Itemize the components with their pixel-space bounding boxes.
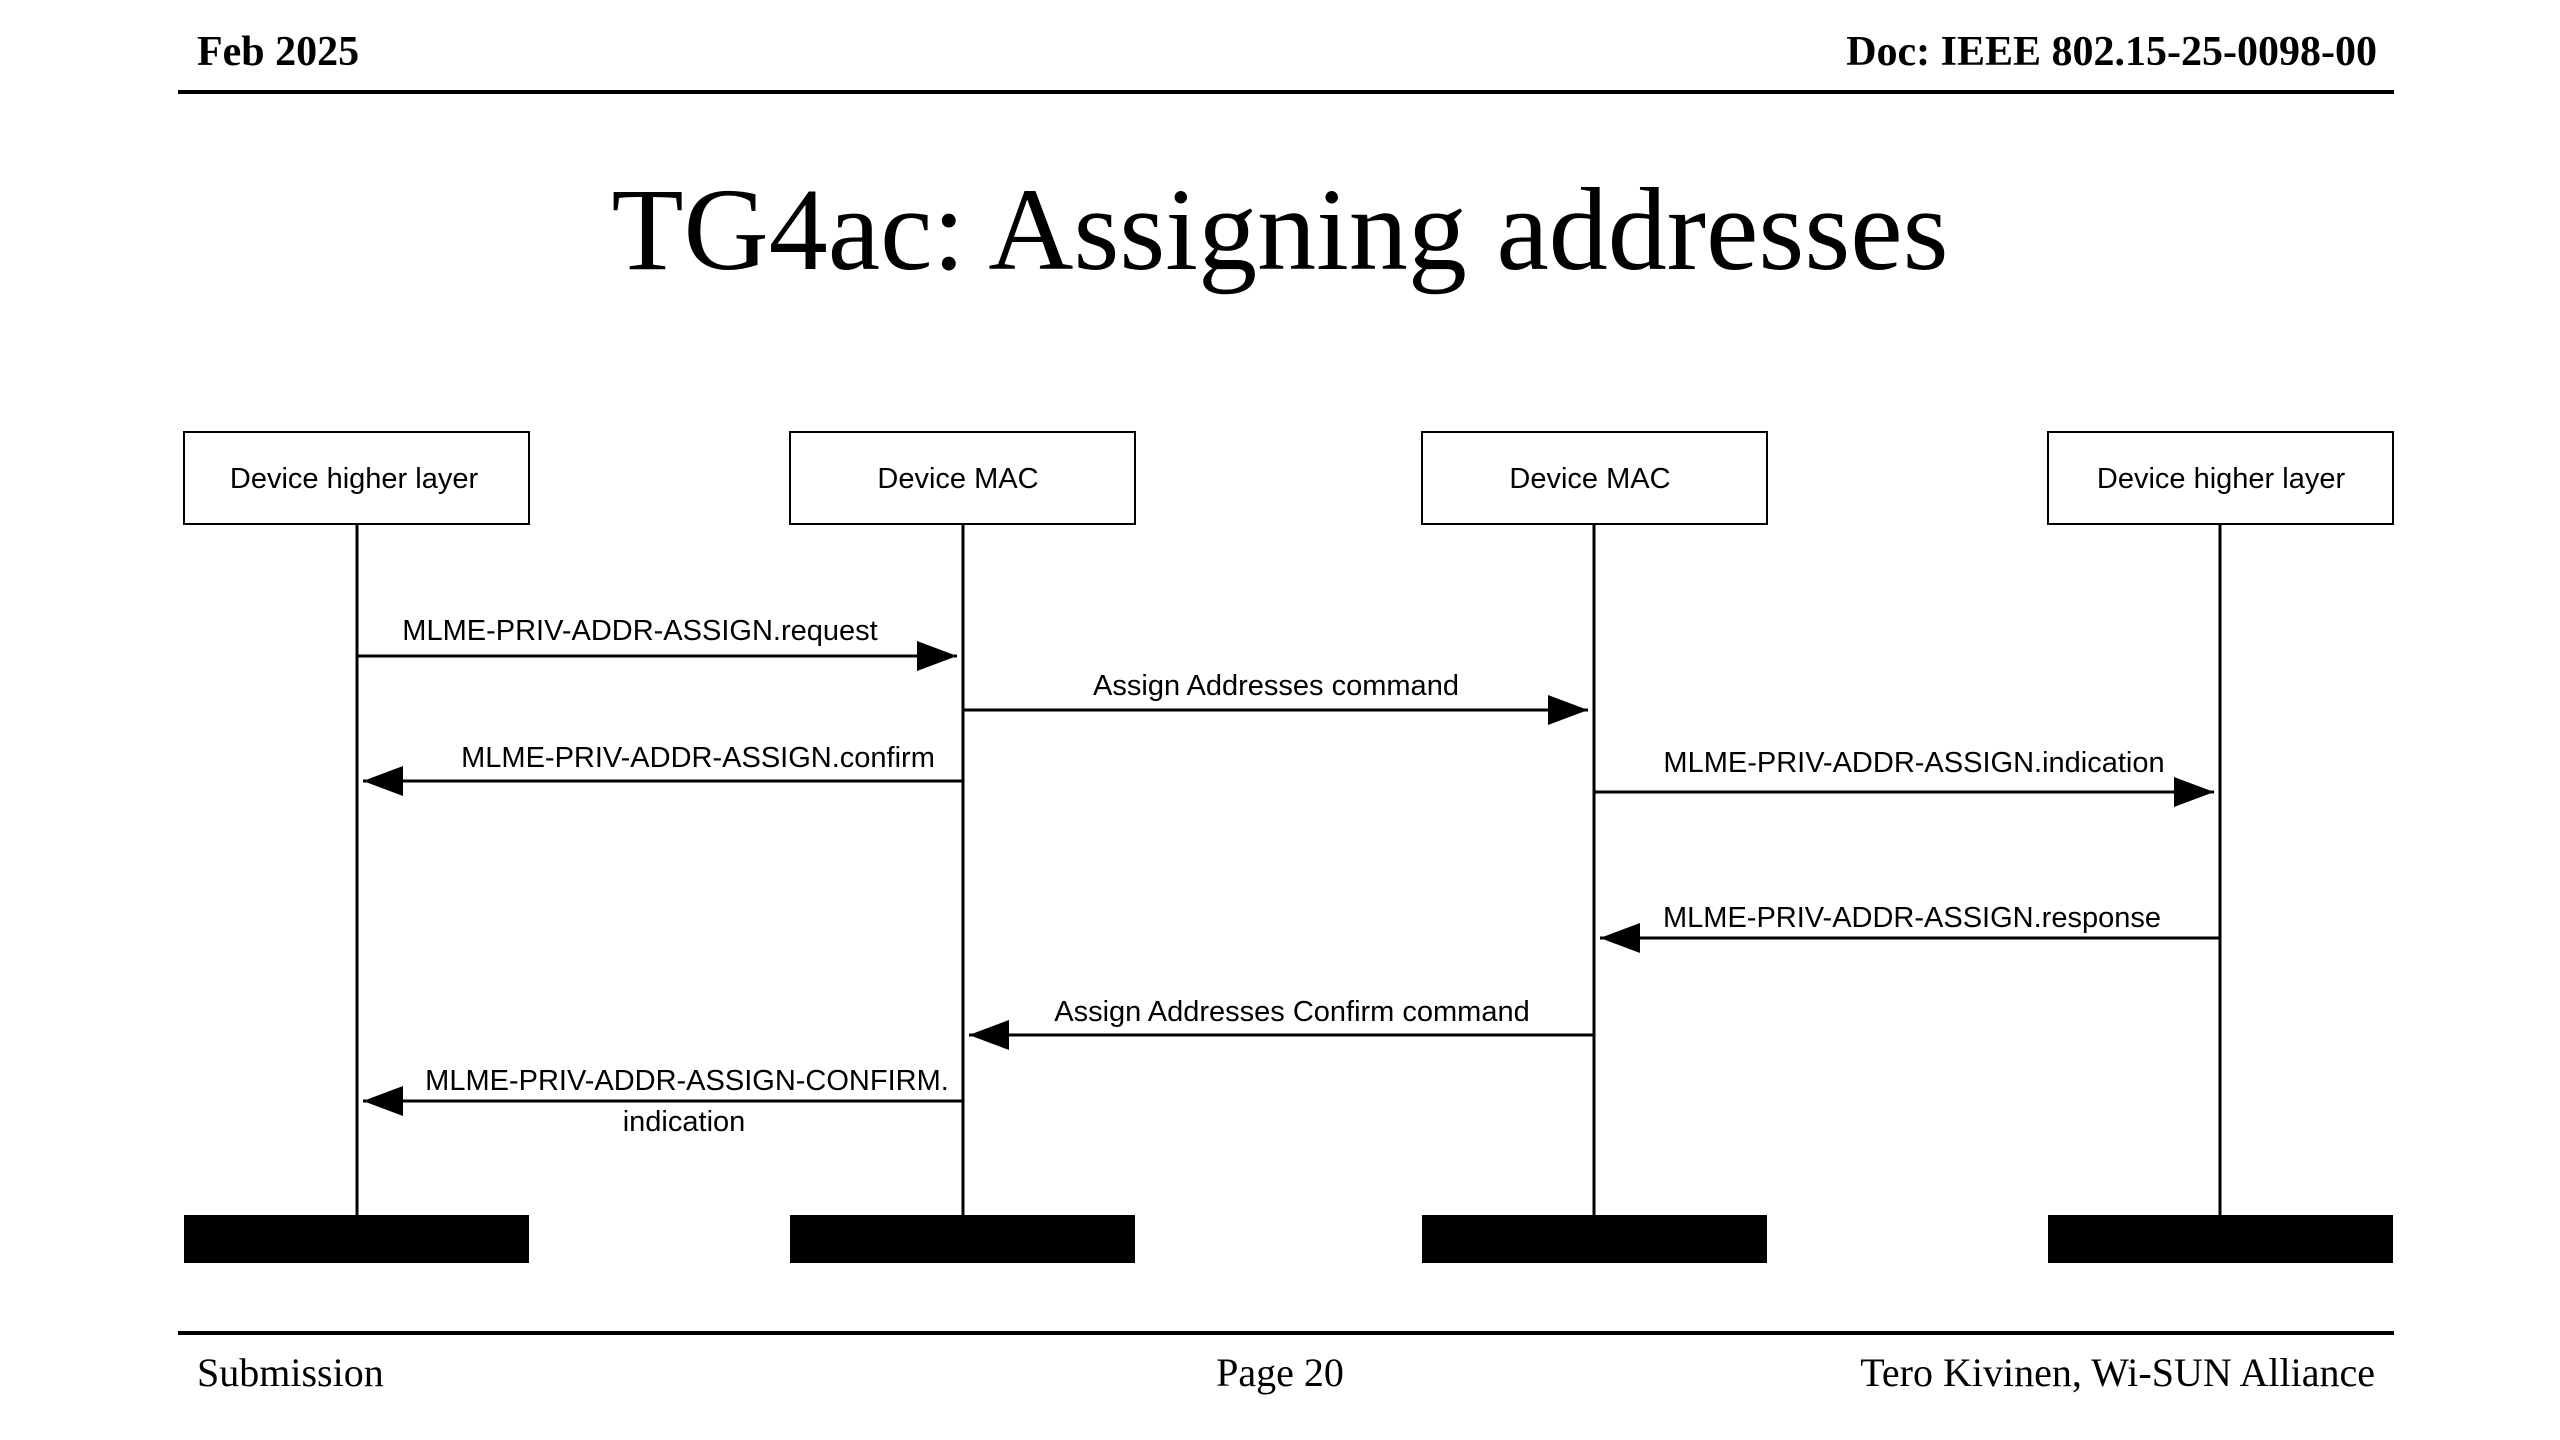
message-label-0: MLME-PRIV-ADDR-ASSIGN.request <box>402 615 877 647</box>
participant-label-0: Device higher layer <box>230 463 479 495</box>
message-label-2: MLME-PRIV-ADDR-ASSIGN.confirm <box>461 742 935 774</box>
end-bar-3 <box>2048 1215 2393 1263</box>
header-doc-id: Doc: IEEE 802.15-25-0098-00 <box>1846 29 2377 75</box>
message-label-1: Assign Addresses command <box>1093 670 1459 702</box>
participant-label-3: Device higher layer <box>2097 463 2346 495</box>
end-bar-1 <box>790 1215 1135 1263</box>
footer-rule <box>178 1331 2394 1335</box>
participant-box-3 <box>2047 431 2394 525</box>
end-bar-2 <box>1422 1215 1767 1263</box>
message-label-6: MLME-PRIV-ADDR-ASSIGN-CONFIRM. <box>425 1065 949 1097</box>
footer-author: Tero Kivinen, Wi-SUN Alliance <box>1860 1350 2375 1395</box>
slide-title: TG4ac: Assigning addresses <box>611 164 1949 295</box>
message-label-3: MLME-PRIV-ADDR-ASSIGN.indication <box>1663 747 2164 779</box>
header-rule <box>178 90 2394 94</box>
message-label-5: Assign Addresses Confirm command <box>1054 996 1529 1028</box>
footer-page-number: Page 20 <box>1216 1350 1344 1395</box>
message-label-4: MLME-PRIV-ADDR-ASSIGN.response <box>1663 902 2161 934</box>
participant-label-1: Device MAC <box>877 463 1038 495</box>
participant-box-2 <box>1421 431 1768 525</box>
footer-submission: Submission <box>197 1350 384 1395</box>
end-bar-0 <box>184 1215 529 1263</box>
header-date: Feb 2025 <box>197 29 360 75</box>
participant-box-1 <box>789 431 1136 525</box>
participant-label-2: Device MAC <box>1509 463 1670 495</box>
participant-box-0 <box>183 431 530 525</box>
message-label-6-line2: indication <box>623 1106 746 1138</box>
